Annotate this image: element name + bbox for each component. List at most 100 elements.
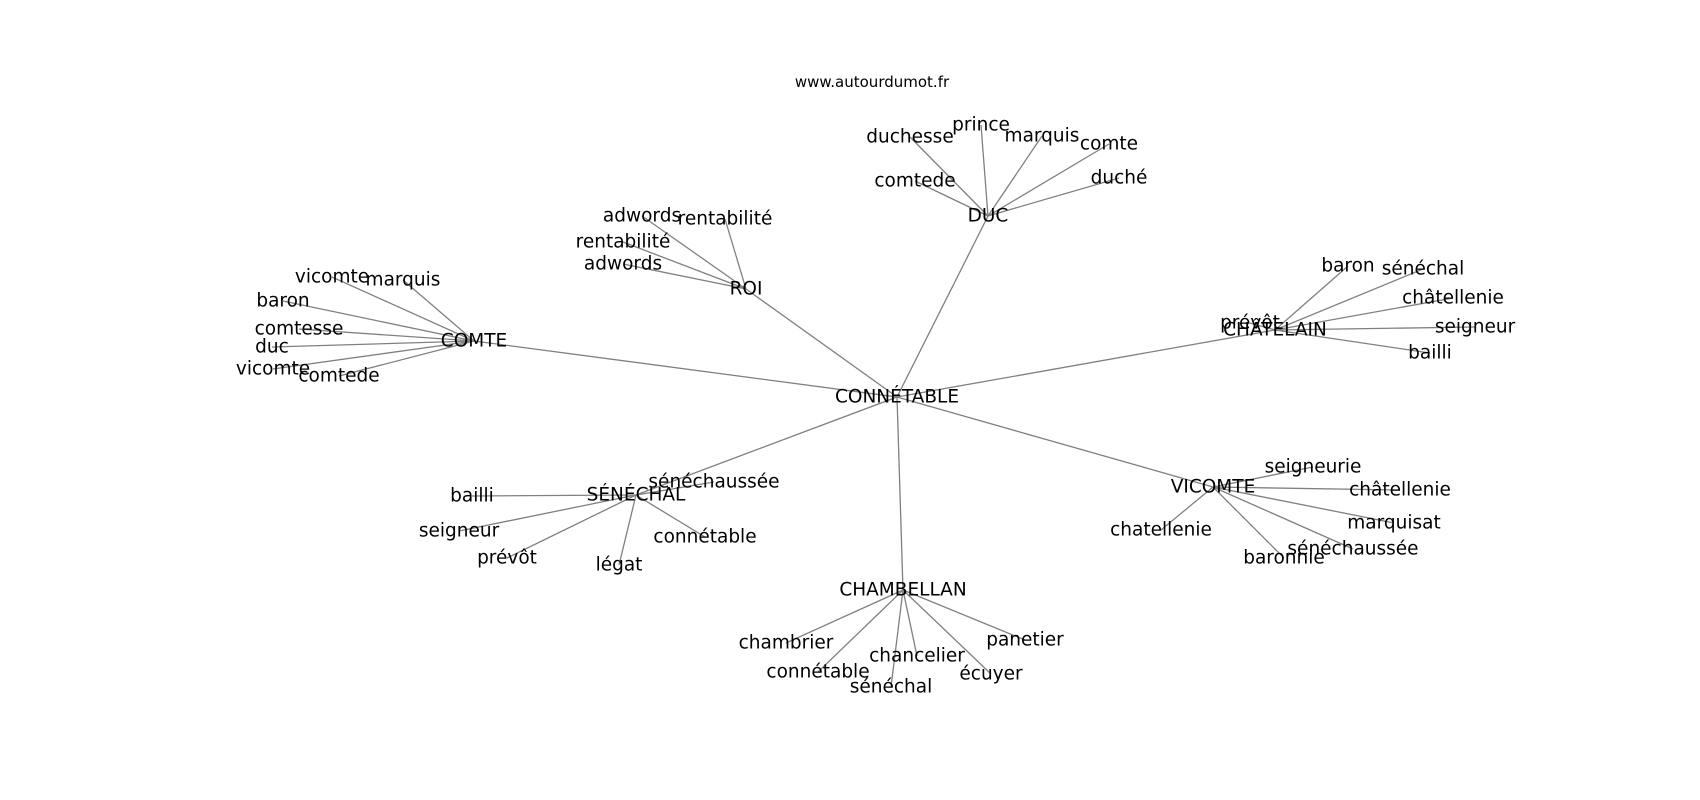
edge-vicomte-chatellenie-1 bbox=[1212, 486, 1401, 491]
node-leaf-chatelain-senechal: sénéchal bbox=[1382, 259, 1465, 280]
node-leaf-vicomte-chatellenie: châtellenie bbox=[1349, 480, 1451, 501]
edge-senechal-prevot-3 bbox=[506, 494, 637, 559]
node-leaf-comte-vicomte: vicomte bbox=[295, 267, 369, 288]
node-leaf-senechal-senechaussee: sénéchaussée bbox=[648, 472, 779, 493]
edge-center-chatelain bbox=[896, 329, 1276, 398]
node-leaf-senechal-connetable: connétable bbox=[653, 527, 756, 548]
edge-senechal-connetable-5 bbox=[635, 494, 706, 538]
node-hub-comte: COMTE bbox=[441, 331, 507, 352]
edge-senechal-seigneur-2 bbox=[458, 494, 637, 532]
watermark: www.autourdumot.fr bbox=[795, 73, 950, 91]
edge-center-chambellan bbox=[896, 396, 904, 591]
node-leaf-duc-prince: prince bbox=[952, 115, 1010, 136]
node-leaf-chambellan-connetable: connétable bbox=[766, 662, 869, 683]
node-leaf-duc-marquis: marquis bbox=[1005, 126, 1080, 147]
edge-comte-baron-2 bbox=[282, 300, 475, 342]
edge-roi-rentabilite-1 bbox=[724, 218, 747, 290]
node-leaf-chatelain-chatellenie: châtellenie bbox=[1402, 288, 1504, 309]
edge-chatelain-baron-0 bbox=[1274, 265, 1349, 331]
edge-chambellan-senechal-3 bbox=[890, 589, 904, 688]
edge-duc-comte-3 bbox=[987, 143, 1110, 217]
node-hub-chatelain: CHÂTELAIN bbox=[1223, 319, 1327, 341]
node-leaf-comte-comtesse: comtesse bbox=[255, 319, 344, 340]
node-leaf-chambellan-chancelier: chancelier bbox=[869, 646, 965, 667]
node-leaf-vicomte-seigneurie: seigneurie bbox=[1265, 457, 1362, 478]
edge-chatelain-seigneur-4 bbox=[1274, 326, 1476, 331]
node-leaf-duc-duche: duché bbox=[1091, 168, 1148, 189]
node-leaf-vicomte-chatellenie: chatellenie bbox=[1110, 520, 1212, 541]
edge-center-duc bbox=[896, 215, 989, 398]
edge-duc-comtede-4 bbox=[914, 180, 989, 217]
node-leaf-roi-rentabilite: rentabilité bbox=[678, 209, 773, 230]
edge-roi-rentabilite-2 bbox=[622, 241, 747, 290]
edge-center-vicomte bbox=[896, 396, 1214, 488]
edge-roi-adwords-3 bbox=[622, 263, 747, 290]
node-hub-senechal: SÉNÉCHAL bbox=[587, 484, 686, 506]
node-leaf-roi-adwords: adwords bbox=[584, 254, 662, 275]
edge-chambellan-chambrier-0 bbox=[785, 589, 904, 644]
edge-duc-duchesse-0 bbox=[909, 136, 989, 217]
node-leaf-comte-comtede: comtede bbox=[298, 366, 379, 387]
node-leaf-comte-duc: duc bbox=[255, 337, 289, 358]
node-leaf-comte-baron: baron bbox=[256, 291, 309, 312]
node-leaf-chatelain-baron: baron bbox=[1321, 256, 1374, 277]
edges-layer bbox=[271, 124, 1476, 688]
node-hub-chambellan: CHAMBELLAN bbox=[839, 580, 966, 601]
edge-center-comte bbox=[473, 340, 898, 398]
edge-comte-vicomte-0 bbox=[331, 276, 475, 342]
edge-chambellan-chancelier-2 bbox=[902, 589, 918, 657]
edge-senechal-senechaussee-0 bbox=[635, 481, 715, 496]
edge-chatelain-prevot-3 bbox=[1249, 322, 1276, 331]
edge-vicomte-marquisat-3 bbox=[1212, 486, 1395, 524]
node-leaf-chambellan-senechal: sénéchal bbox=[850, 677, 933, 698]
edge-chatelain-senechal-1 bbox=[1274, 268, 1424, 331]
edge-chatelain-chatellenie-2 bbox=[1274, 297, 1454, 331]
node-leaf-roi-rentabilite: rentabilité bbox=[576, 232, 671, 253]
edge-vicomte-chatellenie-2 bbox=[1160, 486, 1214, 531]
node-leaf-comte-vicomte: vicomte bbox=[236, 359, 310, 380]
node-leaf-duc-comtede: comtede bbox=[874, 171, 955, 192]
node-leaf-senechal-legat: légat bbox=[596, 555, 643, 576]
node-leaf-roi-adwords: adwords bbox=[603, 206, 681, 227]
node-leaf-chambellan-panetier: panetier bbox=[986, 630, 1064, 651]
edge-comte-marquis-1 bbox=[402, 279, 475, 342]
edge-senechal-legat-4 bbox=[618, 494, 637, 566]
edge-vicomte-senechaussee-4 bbox=[1212, 486, 1354, 550]
node-leaf-chambellan-chambrier: chambrier bbox=[739, 633, 834, 654]
edge-chatelain-bailli-5 bbox=[1274, 329, 1431, 354]
node-leaf-vicomte-senechaussee: sénéchaussée bbox=[1287, 539, 1418, 560]
node-leaf-senechal-bailli: bailli bbox=[450, 486, 494, 507]
edge-vicomte-seigneurie-0 bbox=[1212, 466, 1314, 488]
node-leaf-comte-marquis: marquis bbox=[366, 270, 441, 291]
edge-comte-vicomte-5 bbox=[272, 340, 475, 370]
edge-duc-duche-5 bbox=[987, 177, 1120, 217]
node-hub-vicomte: VICOMTE bbox=[1171, 477, 1256, 498]
edge-comte-comtede-6 bbox=[338, 340, 475, 377]
edge-center-senechal bbox=[635, 396, 898, 496]
node-leaf-chatelain-bailli: bailli bbox=[1408, 343, 1452, 364]
edge-comte-duc-4 bbox=[271, 340, 475, 348]
node-leaf-senechal-seigneur: seigneur bbox=[419, 521, 500, 542]
edge-duc-prince-1 bbox=[980, 124, 989, 217]
node-leaf-chatelain-seigneur: seigneur bbox=[1435, 317, 1516, 338]
edge-senechal-bailli-1 bbox=[471, 494, 637, 497]
node-leaf-duc-duchesse: duchesse bbox=[866, 127, 953, 148]
node-leaf-senechal-prevot: prévôt bbox=[477, 548, 537, 569]
edge-chambellan-panetier-5 bbox=[902, 589, 1026, 641]
edge-center-roi bbox=[745, 288, 898, 398]
edge-chambellan-connetable-1 bbox=[817, 589, 904, 673]
node-leaf-vicomte-baronnie: baronnie bbox=[1243, 548, 1325, 569]
edge-duc-marquis-2 bbox=[987, 135, 1043, 217]
node-leaf-duc-comte: comte bbox=[1080, 134, 1138, 155]
edge-chambellan-ecuyer-4 bbox=[902, 589, 992, 675]
edge-roi-adwords-0 bbox=[641, 215, 747, 290]
node-leaf-vicomte-marquisat: marquisat bbox=[1347, 513, 1440, 534]
node-leaf-chatelain-prevot: prévôt bbox=[1220, 313, 1280, 334]
node-hub-duc: DUC bbox=[968, 206, 1009, 227]
edge-comte-comtesse-3 bbox=[298, 328, 475, 342]
node-leaf-chambellan-ecuyer: écuyer bbox=[959, 664, 1023, 685]
edge-vicomte-baronnie-5 bbox=[1212, 486, 1285, 559]
node-hub-roi: ROI bbox=[730, 279, 763, 300]
